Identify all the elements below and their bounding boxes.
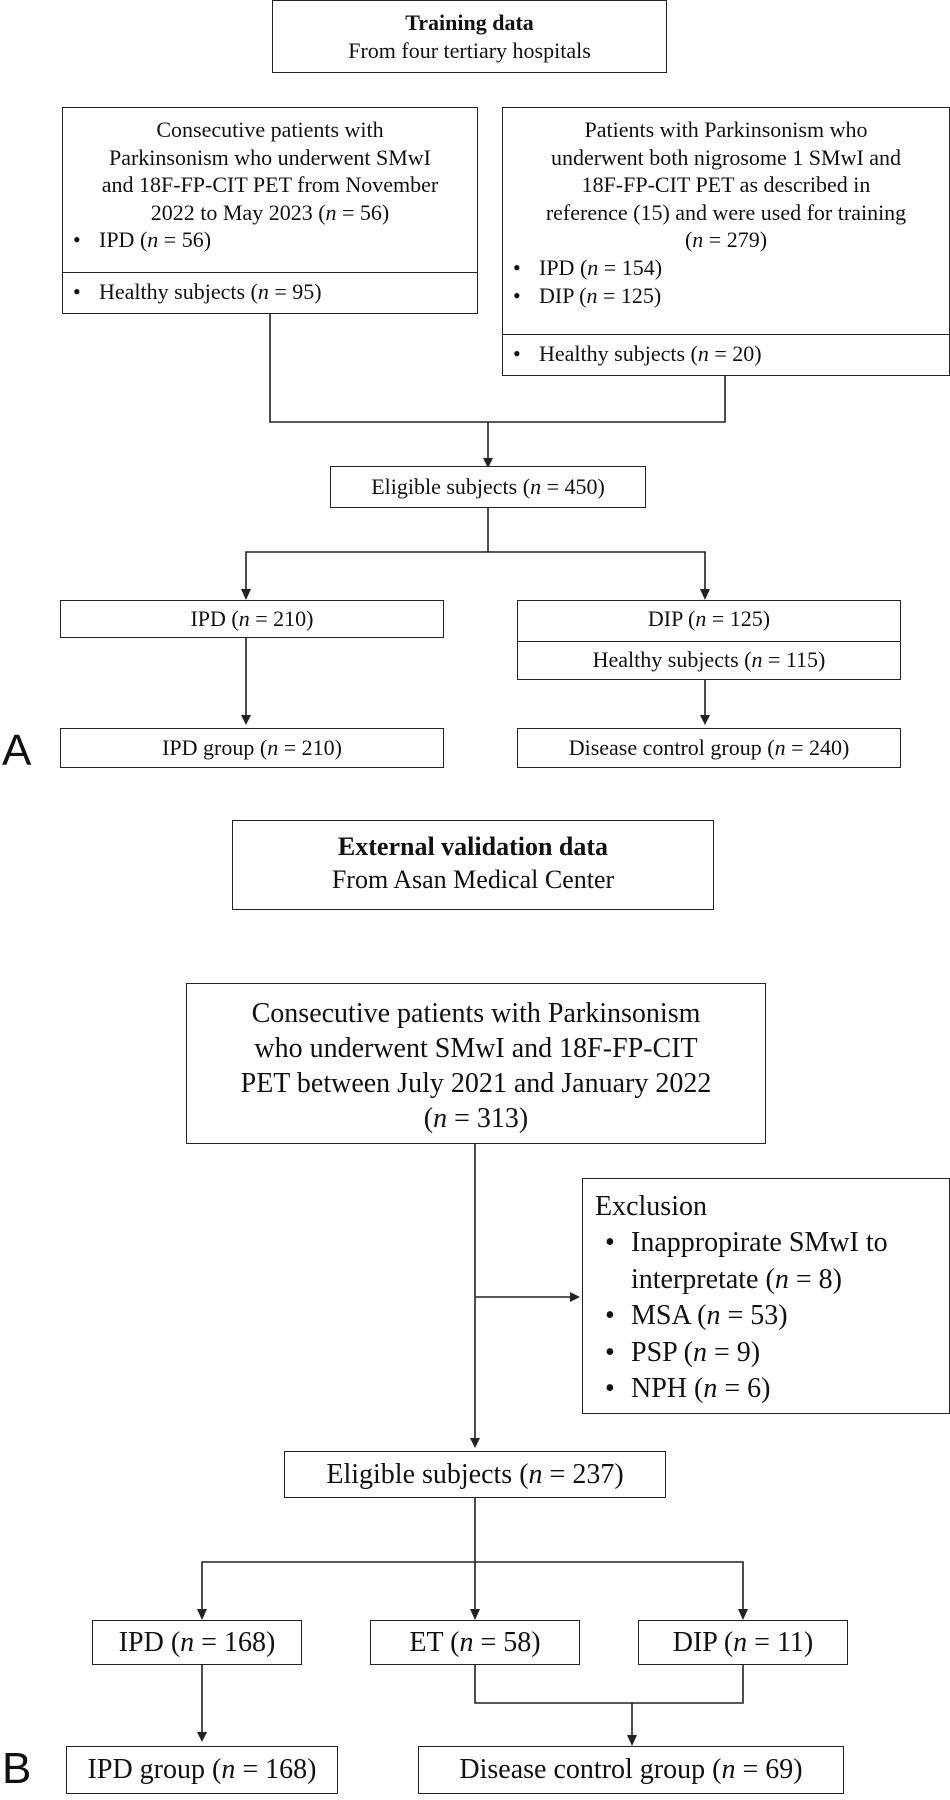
et-box-b: ET (n = 58) bbox=[370, 1620, 580, 1665]
source-line: who underwent SMwI and 18F-FP-CIT bbox=[254, 1033, 698, 1064]
list-item: PSP (n = 9) bbox=[595, 1335, 941, 1372]
source-line: (n = 313) bbox=[423, 1103, 529, 1134]
disease-control-group-box-b: Disease control group (n = 69) bbox=[418, 1746, 844, 1794]
healthy-section: Healthy subjects (n = 95) bbox=[63, 272, 477, 315]
healthy-list: Healthy subjects (n = 20) bbox=[503, 340, 949, 369]
source-line: and 18F-FP-CIT PET from November bbox=[101, 172, 439, 197]
training-data-subtitle: From four tertiary hospitals bbox=[348, 37, 591, 63]
healthy-row: Healthy subjects (n = 115) bbox=[518, 641, 900, 681]
source-line: reference (15) and were used for trainin… bbox=[545, 199, 907, 225]
eligible-subjects-box-b: Eligible subjects (n = 237) bbox=[284, 1451, 666, 1498]
source-box-prior-training: Patients with Parkinsonism who underwent… bbox=[502, 107, 950, 376]
source-description: Consecutive patients with Parkinsonism w… bbox=[63, 108, 477, 226]
training-data-header: Training data From four tertiary hospita… bbox=[272, 0, 667, 73]
list-item: Healthy subjects (n = 95) bbox=[63, 278, 477, 307]
list-item: DIP (n = 125) bbox=[503, 282, 949, 311]
dip-healthy-box: DIP (n = 125) Healthy subjects (n = 115) bbox=[517, 600, 901, 680]
source-line: underwent both nigrosome 1 SMwI and bbox=[550, 144, 902, 170]
panel-label-b: B bbox=[2, 1744, 32, 1793]
dip-row: DIP (n = 125) bbox=[647, 606, 771, 631]
connector-b-eligible-split bbox=[201, 1498, 744, 1614]
connector-b-et-dip-merge bbox=[474, 1665, 744, 1740]
list-item: NPH (n = 6) bbox=[595, 1371, 941, 1408]
source-line: 18F-FP-CIT PET as described in bbox=[581, 172, 871, 197]
connector-a-sources-merge bbox=[269, 314, 726, 423]
list-item: IPD (n = 56) bbox=[63, 226, 477, 255]
ipd-group-box-b: IPD group (n = 168) bbox=[66, 1746, 338, 1794]
source-description: Patients with Parkinsonism who underwent… bbox=[503, 108, 949, 254]
patient-list: IPD (n = 154) DIP (n = 125) bbox=[503, 254, 949, 311]
ipd-label: IPD ( bbox=[190, 606, 239, 631]
disease-control-group-box: Disease control group (n = 240) bbox=[517, 728, 901, 768]
source-line: (n = 279) bbox=[684, 227, 768, 252]
list-item: Healthy subjects (n = 20) bbox=[503, 340, 949, 369]
source-box-consecutive-patients: Consecutive patients with Parkinsonism w… bbox=[62, 107, 478, 314]
panel-label-a: A bbox=[2, 726, 32, 775]
source-line: 2022 to May 2023 (n = 56) bbox=[150, 199, 390, 225]
validation-data-header: External validation data From Asan Medic… bbox=[232, 820, 714, 910]
source-line: Consecutive patients with Parkinsonism bbox=[251, 998, 701, 1029]
exclusion-title: Exclusion bbox=[595, 1191, 707, 1222]
healthy-list: Healthy subjects (n = 95) bbox=[63, 278, 477, 307]
patient-list: IPD (n = 56) bbox=[63, 226, 477, 255]
eligible-label: Eligible subjects ( bbox=[371, 474, 531, 499]
dip-box-b: DIP (n = 11) bbox=[638, 1620, 848, 1665]
validation-data-subtitle: From Asan Medical Center bbox=[331, 864, 615, 894]
list-item: IPD (n = 154) bbox=[503, 254, 949, 283]
ipd-box: IPD (n = 210) bbox=[60, 600, 444, 638]
training-data-title: Training data bbox=[405, 10, 534, 35]
source-line: Parkinsonism who underwent SMwI bbox=[108, 144, 432, 170]
list-item: MSA (n = 53) bbox=[595, 1298, 941, 1335]
source-line: PET between July 2021 and January 2022 bbox=[240, 1068, 712, 1099]
exclusion-box: Exclusion Inappropirate SMwI tointerpret… bbox=[582, 1178, 950, 1414]
healthy-section: Healthy subjects (n = 20) bbox=[503, 334, 949, 377]
ipd-group-box: IPD group (n = 210) bbox=[60, 728, 444, 768]
ipd-box-b: IPD (n = 168) bbox=[92, 1620, 302, 1665]
validation-data-title: External validation data bbox=[337, 832, 609, 861]
eligible-subjects-box: Eligible subjects (n = 450) bbox=[330, 466, 646, 508]
source-line: Consecutive patients with bbox=[156, 117, 384, 142]
connector-a-eligible-split bbox=[245, 508, 706, 594]
source-line: Patients with Parkinsonism who bbox=[584, 117, 868, 142]
source-box-asan: Consecutive patients with Parkinsonism w… bbox=[186, 983, 766, 1144]
